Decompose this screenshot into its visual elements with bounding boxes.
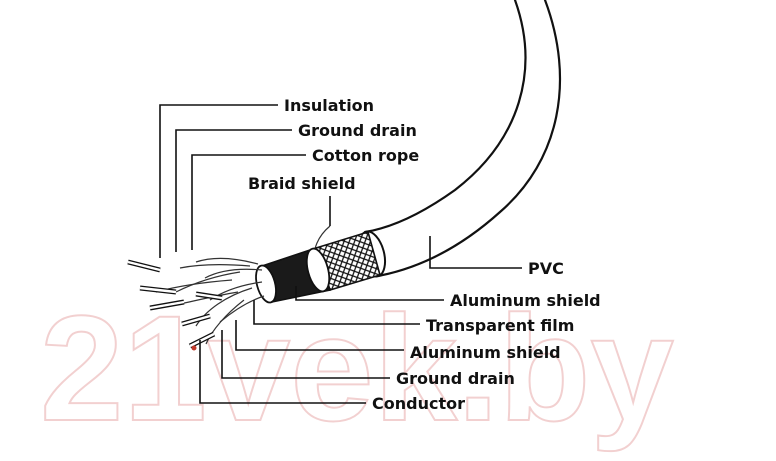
label-transparent-film: Transparent film: [426, 316, 574, 335]
label-insulation: Insulation: [284, 96, 374, 115]
label-ground-drain-bottom: Ground drain: [396, 369, 515, 388]
conductor-tips: [127, 259, 223, 351]
label-cotton-rope: Cotton rope: [312, 146, 419, 165]
aluminum-shield-outer-segment: [255, 246, 332, 304]
label-aluminum-shield-outer: Aluminum shield: [450, 291, 601, 310]
label-braid-shield: Braid shield: [248, 174, 356, 193]
leader-lines: [159, 104, 522, 404]
watermark: 21vek.by: [40, 284, 674, 452]
label-aluminum-shield-inner: Aluminum shield: [410, 343, 561, 362]
label-conductor: Conductor: [372, 394, 465, 413]
label-pvc: PVC: [528, 259, 564, 278]
label-ground-drain-top: Ground drain: [298, 121, 417, 140]
